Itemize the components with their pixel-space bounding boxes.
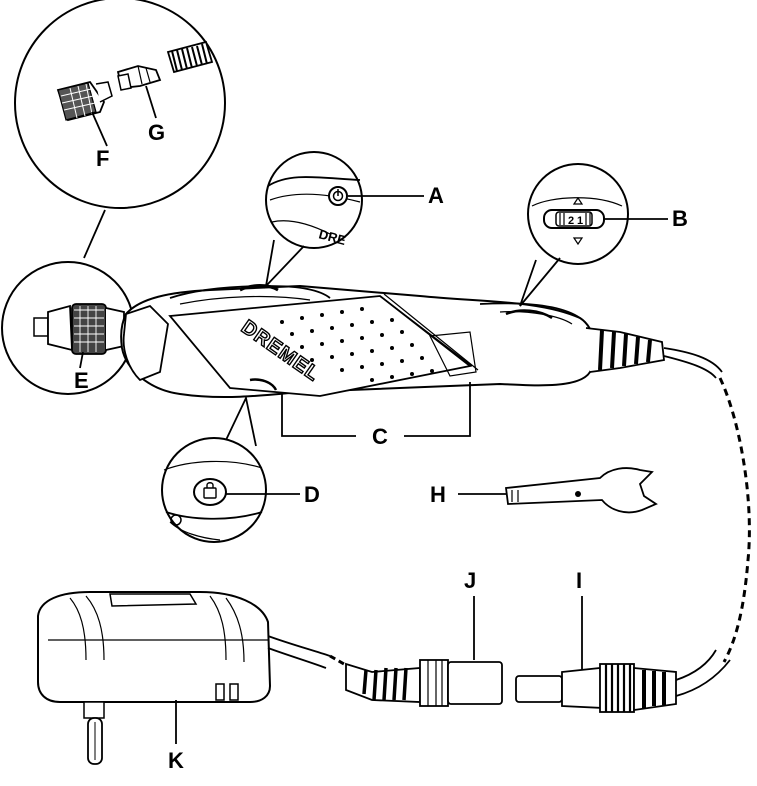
- label-i: I: [576, 568, 582, 593]
- label-d: D: [304, 482, 320, 507]
- tool-cable: [664, 348, 722, 372]
- label-j: J: [464, 568, 476, 593]
- power-adapter: K: [38, 592, 344, 773]
- wrench-illustration: H: [430, 468, 656, 512]
- label-c: C: [372, 424, 388, 449]
- rotary-tool-body: DREMEL: [121, 286, 664, 398]
- female-connector: J: [346, 568, 502, 706]
- speed-setting-low: 1: [577, 215, 583, 227]
- label-e: E: [74, 368, 89, 393]
- label-k: K: [168, 748, 184, 773]
- collet-nut-magnifier: E: [2, 262, 134, 394]
- label-f: F: [96, 146, 109, 171]
- collet-magnifier: F G: [15, 0, 225, 208]
- speed-setting-high: 2: [568, 215, 574, 227]
- male-plug: I: [516, 568, 730, 712]
- power-switch-magnifier: DRE A: [266, 152, 444, 248]
- shaft-lock-magnifier: D: [162, 438, 320, 542]
- magnifier-connector: [84, 210, 105, 258]
- label-b: B: [672, 206, 688, 231]
- strain-relief: [586, 328, 664, 372]
- label-g: G: [148, 120, 165, 145]
- label-h: H: [430, 482, 446, 507]
- label-a: A: [428, 183, 444, 208]
- cable-break: [720, 378, 749, 662]
- speed-switch-magnifier: 2 1 B: [528, 164, 688, 264]
